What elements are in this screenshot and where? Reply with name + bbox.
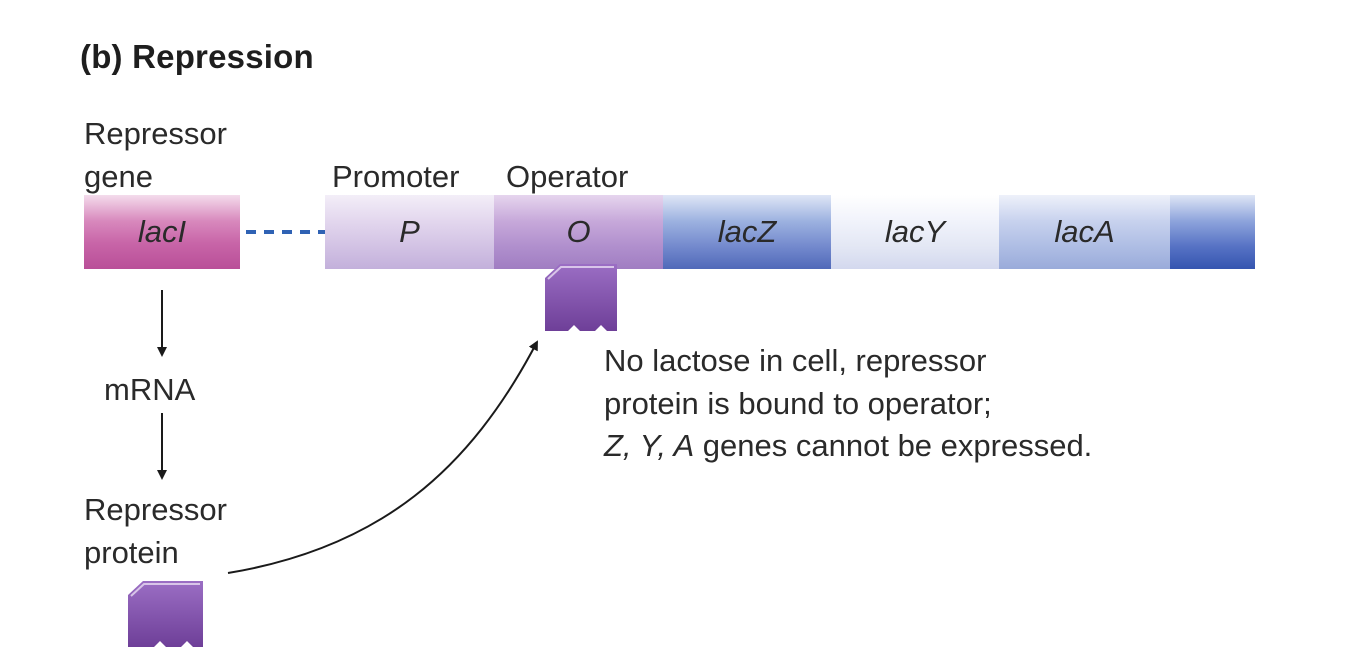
note-line-3: Z, Y, A genes cannot be expressed.: [604, 425, 1092, 468]
note-line-3-rest: genes cannot be expressed.: [694, 428, 1093, 463]
promoter-label: Promoter: [332, 159, 460, 194]
repressor-protein-label-line1: Repressor: [84, 492, 227, 527]
lacz-gene-label: lacZ: [717, 214, 777, 249]
repressor-protein-label-line2: protein: [84, 535, 179, 570]
lacz-gene-segment: lacZ: [663, 195, 831, 269]
mrna-label: mRNA: [104, 372, 196, 407]
repression-note: No lactose in cell, repressor protein is…: [604, 340, 1092, 468]
repressor-gene-label: Repressor gene: [84, 112, 227, 198]
laci-gene-label: lacI: [137, 214, 187, 249]
note-line-1: No lactose in cell, repressor: [604, 343, 987, 378]
figure-title: (b) Repression: [80, 38, 314, 75]
operator-label: Operator: [506, 159, 629, 194]
operator-segment-label: O: [566, 214, 591, 249]
operon-end-segment: [1170, 195, 1255, 269]
promoter-segment: P: [325, 195, 494, 269]
promoter-segment-label: P: [399, 214, 420, 249]
laca-gene-segment: lacA: [999, 195, 1170, 269]
binding-arrow: [227, 340, 538, 574]
lacy-gene-segment: lacY: [831, 195, 999, 269]
note-line-2: protein is bound to operator;: [604, 385, 992, 421]
free-repressor-protein: [128, 581, 203, 647]
repressor-gene-label-line1: Repressor: [84, 116, 227, 151]
laci-gene-segment: lacI: [84, 195, 240, 269]
bound-repressor-protein: [545, 264, 617, 331]
repressor-protein-label: Repressor protein: [84, 488, 227, 574]
laca-gene-label: lacA: [1054, 214, 1115, 249]
lacy-gene-label: lacY: [884, 214, 946, 249]
note-gene-names: Z, Y, A: [604, 428, 695, 463]
repressor-gene-label-line2: gene: [84, 159, 153, 194]
operator-segment: O: [494, 195, 663, 269]
